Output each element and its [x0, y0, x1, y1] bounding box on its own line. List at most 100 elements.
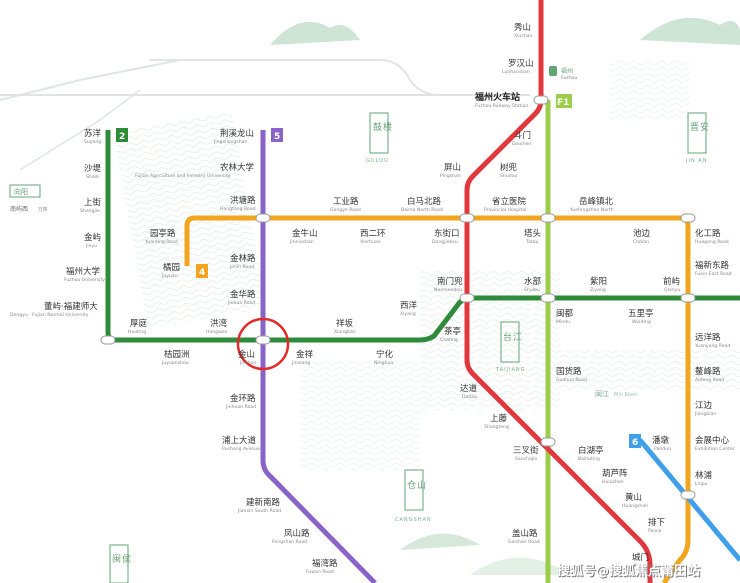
area-jinan: 晋安 JIN AN [685, 112, 709, 164]
svg-text:西二环: 西二环 [360, 229, 386, 239]
svg-text:紫阳: 紫阳 [590, 277, 607, 287]
svg-text:Shangteng: Shangteng [484, 424, 509, 430]
svg-text:Linpu: Linpu [695, 481, 708, 487]
svg-text:化工路: 化工路 [695, 228, 721, 239]
svg-text:Suyang: Suyang [84, 139, 101, 145]
svg-text:Gongye Road: Gongye Road [330, 207, 361, 213]
svg-text:Min River: Min River [614, 392, 638, 398]
svg-text:工业路: 工业路 [333, 196, 359, 207]
svg-text:Juyuan: Juyuan [161, 273, 178, 279]
svg-text:闽江: 闽江 [595, 390, 609, 398]
svg-text:塔头: 塔头 [524, 228, 542, 239]
area-cangshan: 仓山 CANGSHAN [395, 469, 432, 523]
svg-text:Jinxiang: Jinxiang [291, 360, 310, 366]
svg-text:Yuefengzhen North: Yuefengzhen North [569, 207, 614, 213]
area-xiangyang: 向阳 南屿西 万邦 [9, 184, 48, 213]
svg-text:闽侯: 闽侯 [112, 553, 132, 565]
svg-text:Fuzhou Railway Station: Fuzhou Railway Station [475, 103, 528, 109]
svg-text:Fuwan Road: Fuwan Road [306, 569, 334, 575]
svg-text:前屿: 前屿 [663, 276, 681, 287]
svg-text:厚庭: 厚庭 [130, 318, 148, 329]
svg-text:金山: 金山 [238, 349, 255, 360]
area-minhou: 闽侯 [109, 544, 132, 583]
svg-text:Chating: Chating [440, 337, 458, 343]
watermark: 搜狐号@搜狐焦点莆田站 搜狐号@搜狐焦点莆田站 [557, 563, 701, 580]
svg-text:金牛山: 金牛山 [292, 228, 318, 239]
area-gulou: 鼓楼 GULOU [366, 112, 392, 164]
svg-text:Provincial Hospital: Provincial Hospital [484, 207, 526, 213]
badge-line-f1: F1 [556, 94, 572, 108]
svg-text:省立医院: 省立医院 [492, 196, 527, 207]
badge-line-6: 6 [629, 434, 641, 448]
svg-text:福湾路: 福湾路 [312, 558, 338, 569]
svg-text:鳌峰路: 鳌峰路 [695, 366, 721, 377]
svg-text:向阳: 向阳 [14, 187, 28, 196]
transfer-stations [100, 95, 696, 500]
svg-text:4: 4 [199, 268, 205, 278]
svg-text:Aofeng Road: Aofeng Road [695, 377, 724, 383]
svg-text:Jingxilongshan: Jingxilongshan [213, 139, 247, 145]
svg-text:三叉街: 三叉街 [513, 445, 539, 456]
svg-text:Doumen: Doumen [512, 141, 532, 147]
svg-text:Fuxin East Road: Fuxin East Road [695, 271, 732, 277]
svg-text:树兜: 树兜 [500, 162, 518, 173]
svg-text:桔园洲: 桔园洲 [164, 349, 190, 360]
svg-text:Nanmendou: Nanmendou [434, 287, 462, 293]
svg-text:F1: F1 [557, 98, 569, 108]
svg-text:Xiyang: Xiyang [400, 311, 416, 317]
svg-text:沙堤: 沙堤 [84, 163, 102, 174]
svg-text:福州: 福州 [561, 67, 573, 75]
svg-text:Pingshan: Pingshan [440, 173, 461, 179]
svg-text:Luohanshan: Luohanshan [502, 69, 530, 75]
highlight-circle-jinshan [236, 317, 290, 371]
svg-text:搜狐号@搜狐焦点莆田站: 搜狐号@搜狐焦点莆田站 [558, 564, 701, 580]
svg-text:Shuibu: Shuibu [524, 287, 540, 293]
area-fuzhou-label: 福州 Fuzhou [549, 66, 577, 81]
badge-line-4: 4 [196, 264, 208, 278]
svg-text:CANGSHAN: CANGSHAN [395, 517, 432, 523]
svg-text:金祥: 金祥 [296, 349, 314, 360]
svg-text:Ziyang: Ziyang [590, 287, 606, 293]
svg-text:搜狐号@搜狐焦点莆田站: 搜狐号@搜狐焦点莆田站 [557, 563, 700, 579]
svg-text:罗汉山: 罗汉山 [508, 58, 534, 69]
svg-text:Mindu: Mindu [556, 319, 570, 325]
svg-text:盖山路: 盖山路 [512, 528, 538, 539]
svg-text:Chiban: Chiban [633, 239, 649, 245]
svg-text:上藤: 上藤 [490, 413, 508, 424]
svg-text:Pushang Avenue: Pushang Avenue [222, 446, 260, 452]
svg-text:秀山: 秀山 [514, 22, 531, 33]
svg-text:江边: 江边 [695, 400, 713, 411]
svg-text:农林大学: 农林大学 [220, 162, 255, 173]
svg-text:Yuanyang Road: Yuanyang Road [694, 343, 730, 349]
svg-text:Guohuo Road: Guohuo Road [556, 377, 587, 383]
svg-text:Fuzhou: Fuzhou [561, 75, 577, 81]
